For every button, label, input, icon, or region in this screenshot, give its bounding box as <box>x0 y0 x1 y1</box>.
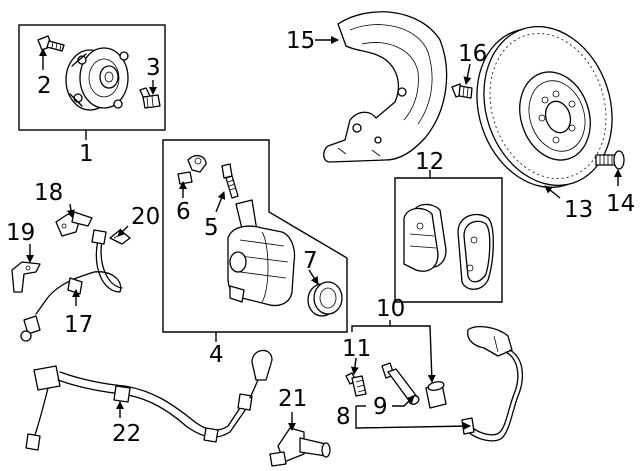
brake-hose-part <box>20 229 123 342</box>
guide-boot-part <box>425 381 447 409</box>
callout-16: 16 <box>458 41 487 67</box>
abs-sensor-part <box>269 427 331 467</box>
callout-20: 20 <box>131 204 160 230</box>
guide-pin-part <box>381 362 420 405</box>
pad-group-box <box>394 177 503 303</box>
rotor-screw-part <box>595 150 625 170</box>
brake-rotor-part <box>476 25 613 189</box>
hose-bracket-part <box>55 211 93 237</box>
callout-3: 3 <box>146 55 161 81</box>
callout-21: 21 <box>278 386 307 412</box>
bleeder-screw-part <box>221 163 239 199</box>
abs-harness-part <box>25 349 273 451</box>
callout-8: 8 <box>336 404 351 430</box>
callout-10: 10 <box>376 296 405 322</box>
callout-4: 4 <box>209 342 224 368</box>
brake-pads-part <box>403 203 494 290</box>
hose-mount-part <box>11 261 41 293</box>
callout-13: 13 <box>564 197 593 223</box>
splash-shield-part <box>323 11 448 163</box>
callout-5: 5 <box>204 215 219 241</box>
callout-6: 6 <box>176 199 191 225</box>
hub-bolt-left-part <box>37 35 65 52</box>
shield-bolt-part <box>451 83 473 99</box>
callout-17: 17 <box>64 312 93 338</box>
callout-14: 14 <box>606 191 635 217</box>
callout-18: 18 <box>34 180 63 206</box>
hub-group-box <box>18 24 166 131</box>
callout-11: 11 <box>342 336 371 362</box>
callout-7: 7 <box>303 248 318 274</box>
caliper-seal-part <box>307 281 343 317</box>
wear-sensor-part <box>461 325 523 442</box>
hub-bearing-part <box>65 47 129 111</box>
callout-15: 15 <box>286 28 315 54</box>
callout-1: 1 <box>79 141 94 167</box>
callout-9: 9 <box>373 394 388 420</box>
caliper-part <box>227 199 296 307</box>
caliper-group-box <box>162 139 348 333</box>
leader-lines <box>26 36 622 431</box>
guide-bolt-part <box>345 372 367 397</box>
callout-labels: 2 3 1 4 5 6 7 8 9 10 11 12 13 14 15 16 1… <box>6 28 635 447</box>
callout-19: 19 <box>6 220 35 246</box>
hub-bolt-right-part <box>139 87 161 109</box>
callout-12: 12 <box>415 149 444 175</box>
hose-clip-part <box>109 229 131 245</box>
callout-22: 22 <box>112 421 141 447</box>
bleeder-cap-part <box>177 154 207 185</box>
callout-2: 2 <box>37 73 52 99</box>
